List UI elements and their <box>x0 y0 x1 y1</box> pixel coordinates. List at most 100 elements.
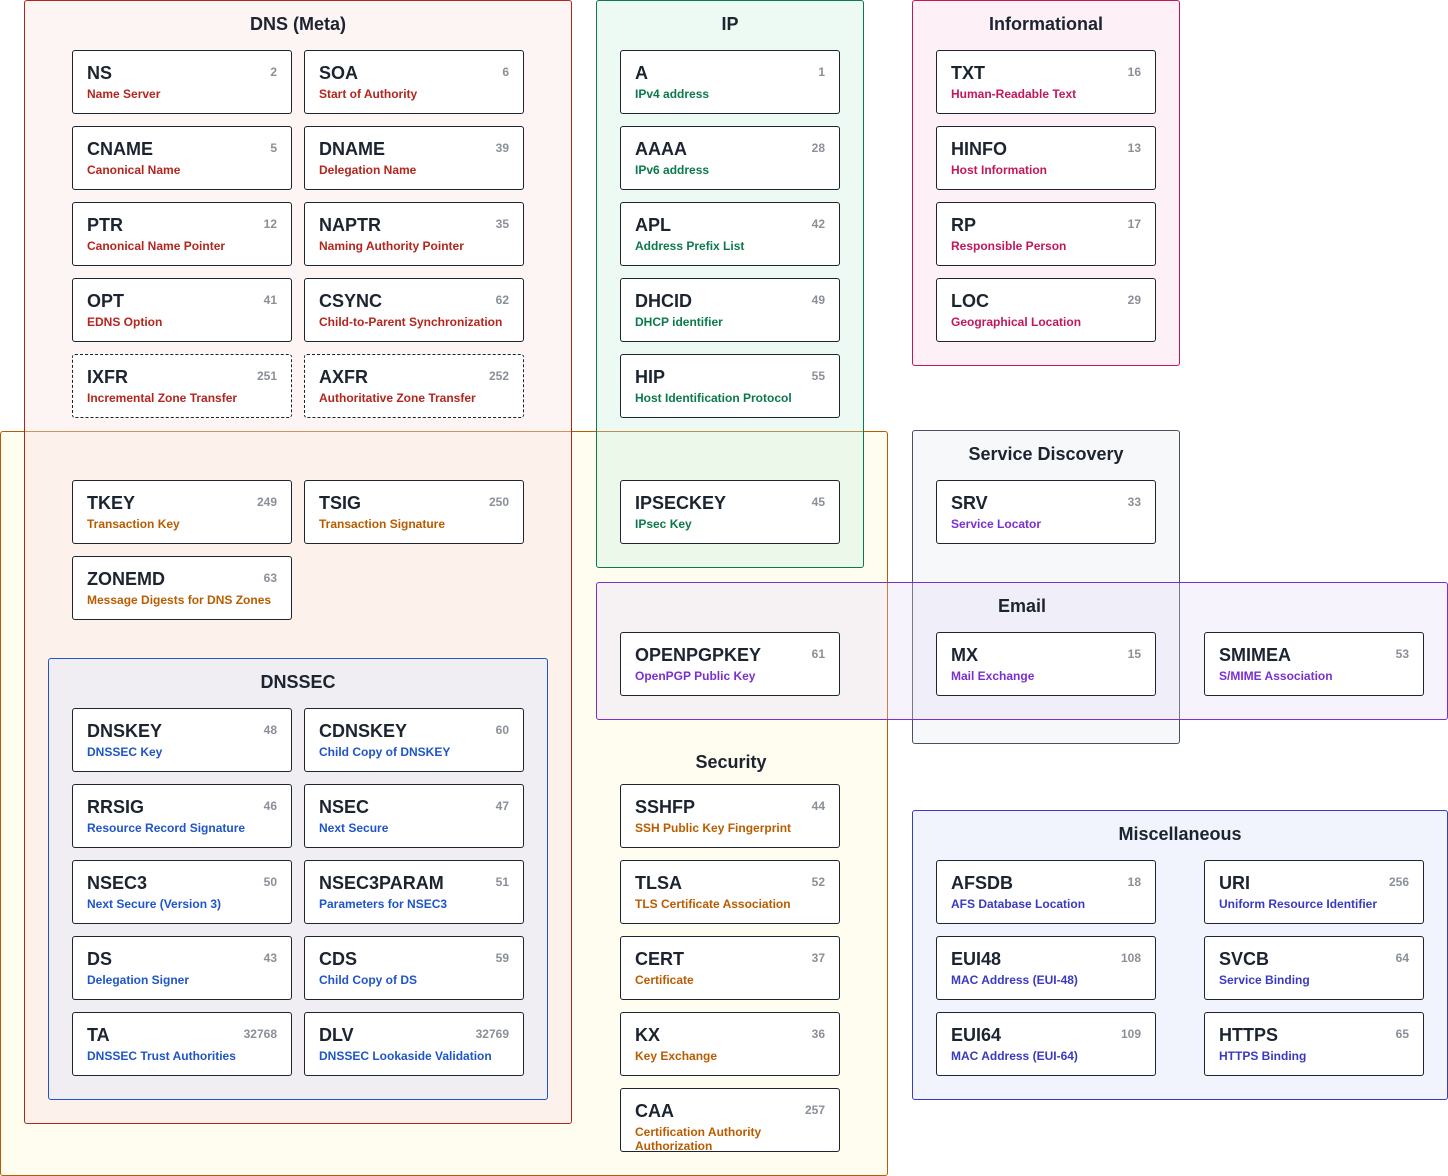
record-description: SSH Public Key Fingerprint <box>635 821 792 835</box>
record-card-cdnskey[interactable]: CDNSKEY 60 Child Copy of DNSKEY <box>304 708 524 772</box>
record-description: Service Binding <box>1219 973 1310 987</box>
record-card-ixfr[interactable]: IXFR 251 Incremental Zone Transfer <box>72 354 292 418</box>
record-card-kx[interactable]: KX 36 Key Exchange <box>620 1012 840 1076</box>
record-card-nsec3param[interactable]: NSEC3PARAM 51 Parameters for NSEC3 <box>304 860 524 924</box>
record-type: AAAA <box>635 139 687 159</box>
record-number: 59 <box>495 951 509 965</box>
record-card-tsig[interactable]: TSIG 250 Transaction Signature <box>304 480 524 544</box>
record-type: A <box>635 63 648 83</box>
record-description: Canonical Name <box>87 163 181 177</box>
record-card-dname[interactable]: DNAME 39 Delegation Name <box>304 126 524 190</box>
record-description: IPsec Key <box>635 517 692 531</box>
record-card-axfr[interactable]: AXFR 252 Authoritative Zone Transfer <box>304 354 524 418</box>
record-card-https[interactable]: HTTPS 65 HTTPS Binding <box>1204 1012 1424 1076</box>
record-type: NSEC <box>319 797 370 817</box>
record-type: PTR <box>87 215 123 235</box>
record-card-csync[interactable]: CSYNC 62 Child-to-Parent Synchronization <box>304 278 524 342</box>
record-card-srv[interactable]: SRV 33 Service Locator <box>936 480 1156 544</box>
record-type: SOA <box>319 63 359 83</box>
record-card-smimea[interactable]: SMIMEA 53 S/MIME Association <box>1204 632 1424 696</box>
record-card-cds[interactable]: CDS 59 Child Copy of DS <box>304 936 524 1000</box>
record-card-opt[interactable]: OPT 41 EDNS Option <box>72 278 292 342</box>
record-type: LOC <box>951 291 989 311</box>
record-description: Responsible Person <box>951 239 1067 253</box>
record-card-mx[interactable]: MX 15 Mail Exchange <box>936 632 1156 696</box>
record-card-tkey[interactable]: TKEY 249 Transaction Key <box>72 480 292 544</box>
record-card-dnskey[interactable]: DNSKEY 48 DNSSEC Key <box>72 708 292 772</box>
record-card-apl[interactable]: APL 42 Address Prefix List <box>620 202 840 266</box>
record-type: CDNSKEY <box>319 721 408 741</box>
record-card-cname[interactable]: CNAME 5 Canonical Name <box>72 126 292 190</box>
record-card-sshfp[interactable]: SSHFP 44 SSH Public Key Fingerprint <box>620 784 840 848</box>
record-type: SRV <box>951 493 988 513</box>
record-type: DNSKEY <box>87 721 163 741</box>
record-card-ta[interactable]: TA 32768 DNSSEC Trust Authorities <box>72 1012 292 1076</box>
record-card-ds[interactable]: DS 43 Delegation Signer <box>72 936 292 1000</box>
record-number: 65 <box>1395 1027 1409 1041</box>
record-number: 13 <box>1127 141 1141 155</box>
record-type: TA <box>87 1025 110 1045</box>
group-title-miscellaneous: Miscellaneous <box>1118 824 1242 844</box>
record-type: ZONEMD <box>87 569 165 589</box>
record-card-zonemd[interactable]: ZONEMD 63 Message Digests for DNS Zones <box>72 556 292 620</box>
record-type: DHCID <box>635 291 692 311</box>
record-number: 18 <box>1127 875 1141 889</box>
record-description: Host Information <box>951 163 1047 177</box>
record-number: 12 <box>263 217 277 231</box>
record-card-txt[interactable]: TXT 16 Human-Readable Text <box>936 50 1156 114</box>
record-card-rp[interactable]: RP 17 Responsible Person <box>936 202 1156 266</box>
record-card-cert[interactable]: CERT 37 Certificate <box>620 936 840 1000</box>
record-type: CDS <box>319 949 358 969</box>
record-card-uri[interactable]: URI 256 Uniform Resource Identifier <box>1204 860 1424 924</box>
record-card-ns[interactable]: NS 2 Name Server <box>72 50 292 114</box>
record-type: DS <box>87 949 113 969</box>
record-number: 251 <box>256 369 277 383</box>
record-description: Name Server <box>87 87 161 101</box>
record-card-eui64[interactable]: EUI64 109 MAC Address (EUI-64) <box>936 1012 1156 1076</box>
record-card-naptr[interactable]: NAPTR 35 Naming Authority Pointer <box>304 202 524 266</box>
record-type: TXT <box>951 63 985 83</box>
record-number: 60 <box>495 723 509 737</box>
record-number: 46 <box>263 799 277 813</box>
record-card-dhcid[interactable]: DHCID 49 DHCP identifier <box>620 278 840 342</box>
record-card-nsec3[interactable]: NSEC3 50 Next Secure (Version 3) <box>72 860 292 924</box>
record-card-nsec[interactable]: NSEC 47 Next Secure <box>304 784 524 848</box>
record-description: S/MIME Association <box>1219 669 1333 683</box>
record-card-loc[interactable]: LOC 29 Geographical Location <box>936 278 1156 342</box>
record-description: DNSSEC Lookaside Validation <box>319 1049 492 1063</box>
record-number: 15 <box>1127 647 1141 661</box>
record-type: EUI64 <box>951 1025 1002 1045</box>
record-card-a[interactable]: A 1 IPv4 address <box>620 50 840 114</box>
record-description: HTTPS Binding <box>1219 1049 1307 1063</box>
record-description: Address Prefix List <box>635 239 745 253</box>
record-number: 1 <box>818 65 825 79</box>
record-card-hip[interactable]: HIP 55 Host Identification Protocol <box>620 354 840 418</box>
record-description: Human-Readable Text <box>951 87 1077 101</box>
record-card-tlsa[interactable]: TLSA 52 TLS Certificate Association <box>620 860 840 924</box>
record-card-soa[interactable]: SOA 6 Start of Authority <box>304 50 524 114</box>
record-card-ipseckey[interactable]: IPSECKEY 45 IPsec Key <box>620 480 840 544</box>
record-card-caa[interactable]: CAA 257 Certification Authority Authoriz… <box>620 1088 840 1153</box>
record-description: Service Locator <box>951 517 1042 531</box>
record-card-svcb[interactable]: SVCB 64 Service Binding <box>1204 936 1424 1000</box>
record-number: 6 <box>502 65 509 79</box>
record-number: 48 <box>263 723 277 737</box>
record-card-rrsig[interactable]: RRSIG 46 Resource Record Signature <box>72 784 292 848</box>
record-number: 39 <box>495 141 509 155</box>
group-title-email: Email <box>997 596 1047 616</box>
record-card-dlv[interactable]: DLV 32769 DNSSEC Lookaside Validation <box>304 1012 524 1076</box>
record-card-afsdb[interactable]: AFSDB 18 AFS Database Location <box>936 860 1156 924</box>
record-description: IPv4 address <box>635 87 710 101</box>
record-card-ptr[interactable]: PTR 12 Canonical Name Pointer <box>72 202 292 266</box>
record-number: 257 <box>804 1103 825 1117</box>
record-card-eui48[interactable]: EUI48 108 MAC Address (EUI-48) <box>936 936 1156 1000</box>
record-description: Geographical Location <box>951 315 1082 329</box>
record-description: Uniform Resource Identifier <box>1219 897 1378 911</box>
record-number: 33 <box>1127 495 1141 509</box>
record-description: Certification Authority Authorization <box>635 1125 762 1153</box>
record-type: TSIG <box>319 493 362 513</box>
record-card-hinfo[interactable]: HINFO 13 Host Information <box>936 126 1156 190</box>
record-type: MX <box>951 645 978 665</box>
record-card-aaaa[interactable]: AAAA 28 IPv6 address <box>620 126 840 190</box>
record-card-openpgpkey[interactable]: OPENPGPKEY 61 OpenPGP Public Key <box>620 632 840 696</box>
